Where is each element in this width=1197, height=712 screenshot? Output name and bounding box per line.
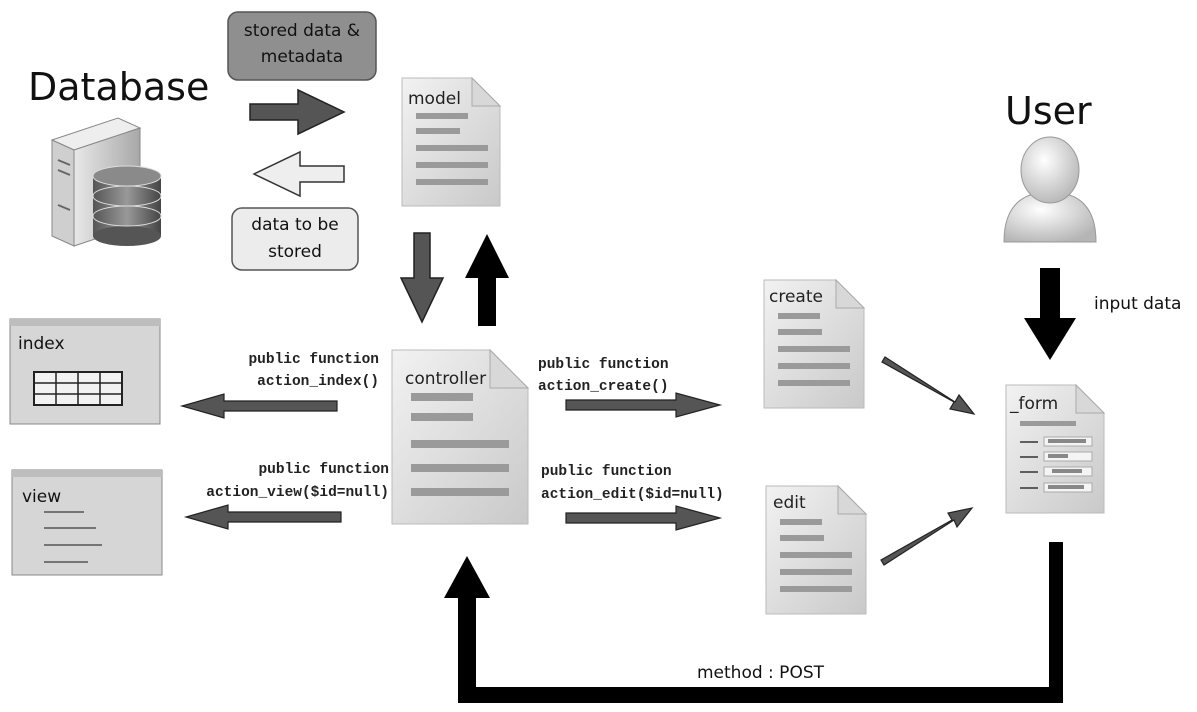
input-data-label: input data xyxy=(1094,294,1181,314)
arrow-right-to-model xyxy=(249,88,346,136)
controller-document-icon: controller xyxy=(391,348,530,525)
arrow-down-to-form xyxy=(1024,268,1076,360)
function-edit-line-2: action_edit($id=null) xyxy=(541,487,724,503)
arrow-to-index xyxy=(179,393,338,419)
function-index-label: public function action_index() xyxy=(248,352,379,390)
form-label: _form xyxy=(1009,394,1058,414)
arrow-to-view xyxy=(183,504,342,530)
arrow-to-create xyxy=(565,392,723,418)
function-edit-label: public function action_edit($id=null) xyxy=(541,464,724,503)
arrow-to-edit xyxy=(565,505,723,531)
arrow-left-to-database xyxy=(252,150,345,198)
edit-document-icon: edit xyxy=(765,484,868,615)
function-index-line-1: public function xyxy=(248,352,379,368)
arrow-create-to-form xyxy=(881,356,976,415)
function-create-line-2: action_create() xyxy=(538,379,669,395)
stored-data-box: stored data & metadata xyxy=(227,11,377,81)
data-to-store-line-1: data to be xyxy=(251,215,338,235)
method-post-label: method : POST xyxy=(697,663,825,683)
edit-label: edit xyxy=(773,493,806,513)
function-create-label: public function action_create() xyxy=(538,357,669,395)
view-window: view xyxy=(11,469,163,576)
database-server-icon xyxy=(50,117,162,247)
form-document-icon: _form xyxy=(1005,383,1106,514)
arrow-down-to-controller xyxy=(399,232,445,324)
controller-label: controller xyxy=(405,369,486,389)
function-view-line-1: public function xyxy=(258,462,389,478)
database-disk-icon xyxy=(92,165,162,246)
stored-data-line-2: metadata xyxy=(261,47,343,67)
create-label: create xyxy=(769,287,823,307)
index-view-window: index xyxy=(9,318,161,425)
data-to-store-line-2: stored xyxy=(268,242,322,262)
stored-data-line-1: stored data & xyxy=(244,21,360,41)
data-to-store-box: data to be stored xyxy=(231,207,359,271)
function-create-line-1: public function xyxy=(538,357,669,373)
model-document-icon: model xyxy=(401,76,502,207)
function-edit-line-1: public function xyxy=(541,464,672,480)
function-view-line-2: action_view($id=null) xyxy=(206,485,389,501)
arrow-up-to-model xyxy=(465,234,509,326)
user-avatar-icon xyxy=(1003,136,1097,243)
model-label: model xyxy=(408,89,461,109)
function-view-label: public function action_view($id=null) xyxy=(206,462,389,501)
create-document-icon: create xyxy=(763,278,866,409)
user-title: User xyxy=(1005,89,1092,133)
arrow-edit-to-form xyxy=(880,507,974,566)
index-label: index xyxy=(18,334,65,354)
database-title: Database xyxy=(28,65,209,109)
function-index-line-2: action_index() xyxy=(257,374,379,390)
view-label: view xyxy=(22,487,61,507)
